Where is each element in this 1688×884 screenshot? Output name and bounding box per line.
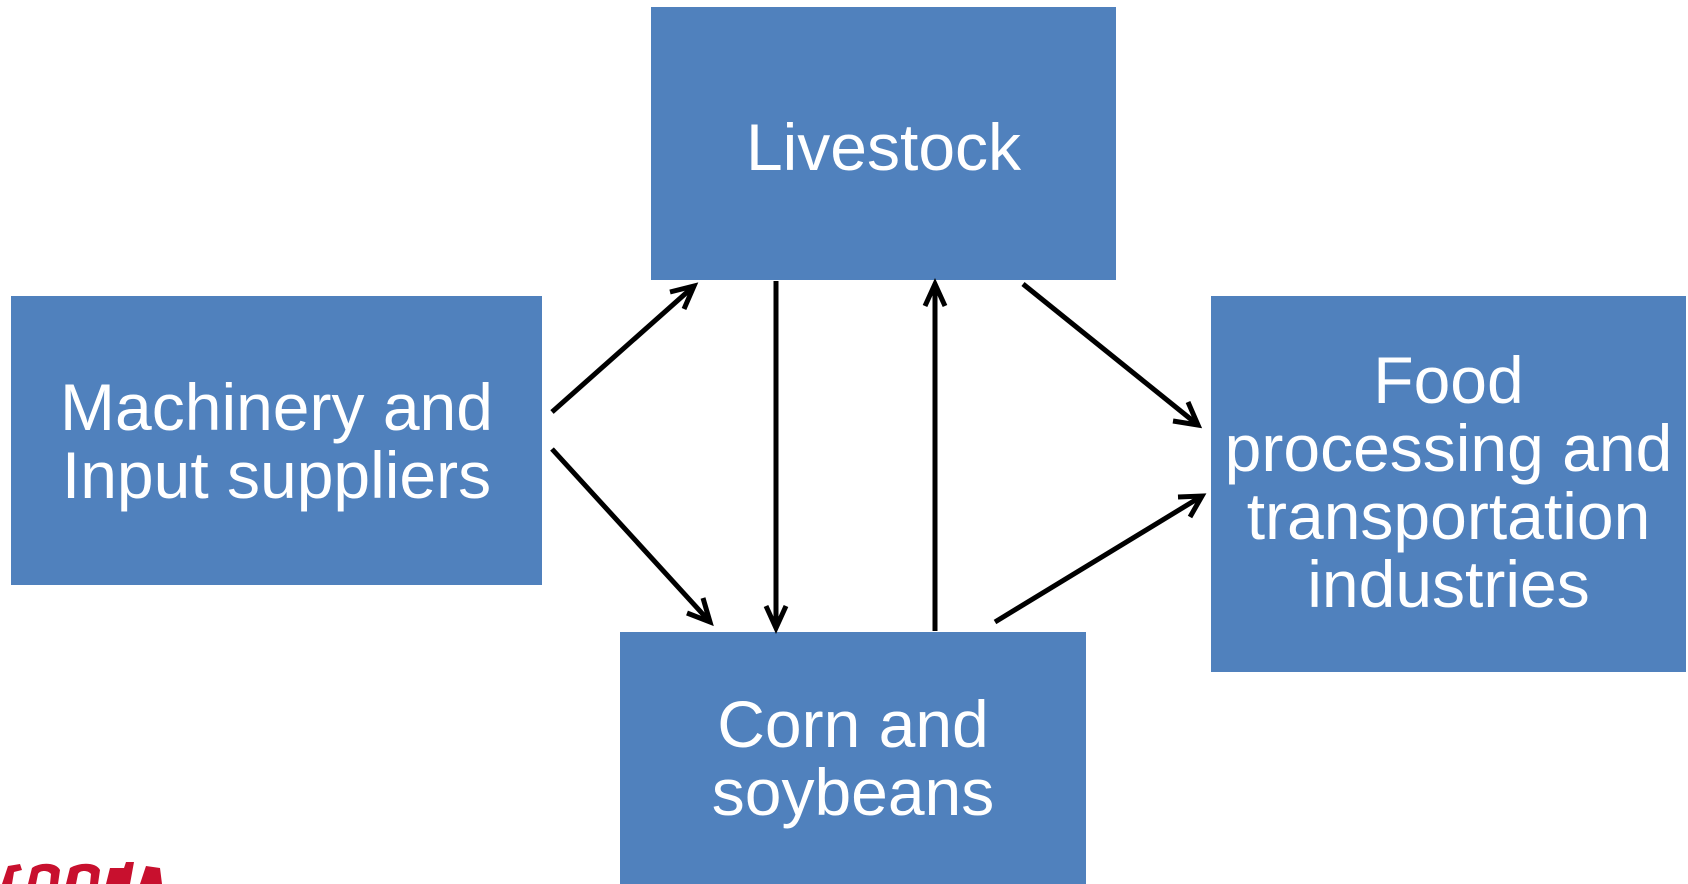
node-food-line-4: industries xyxy=(1307,547,1590,621)
node-food-line-1: Food xyxy=(1373,343,1524,417)
edge-corn-to-food xyxy=(993,493,1207,625)
node-food-line-2: processing and xyxy=(1224,411,1673,485)
node-food-label: Food processing and transportation indus… xyxy=(1225,346,1673,618)
node-livestock-line-1: Livestock xyxy=(745,110,1022,184)
edge-livestock-to-food xyxy=(1021,282,1203,429)
node-food: Food processing and transportation indus… xyxy=(1211,296,1686,672)
edge-machinery-to-livestock xyxy=(550,282,699,414)
node-corn: Corn and soybeans xyxy=(620,632,1086,884)
node-machinery-line-2: Input suppliers xyxy=(61,437,492,512)
partial-red-logo-icon xyxy=(0,862,180,884)
node-food-line-3: transportation xyxy=(1246,479,1651,553)
edge-corn-to-livestock xyxy=(922,277,948,631)
node-corn-line-1: Corn and xyxy=(717,687,989,761)
node-machinery-line-1: Machinery and xyxy=(60,369,493,444)
edge-machinery-to-corn xyxy=(550,447,714,627)
node-machinery-label: Machinery and Input suppliers xyxy=(60,373,493,509)
node-machinery: Machinery and Input suppliers xyxy=(11,296,542,585)
node-corn-line-2: soybeans xyxy=(711,755,995,829)
node-livestock: Livestock xyxy=(651,7,1116,280)
edge-livestock-to-corn xyxy=(763,281,789,635)
node-livestock-label: Livestock xyxy=(746,113,1021,181)
node-corn-label: Corn and soybeans xyxy=(712,690,995,826)
